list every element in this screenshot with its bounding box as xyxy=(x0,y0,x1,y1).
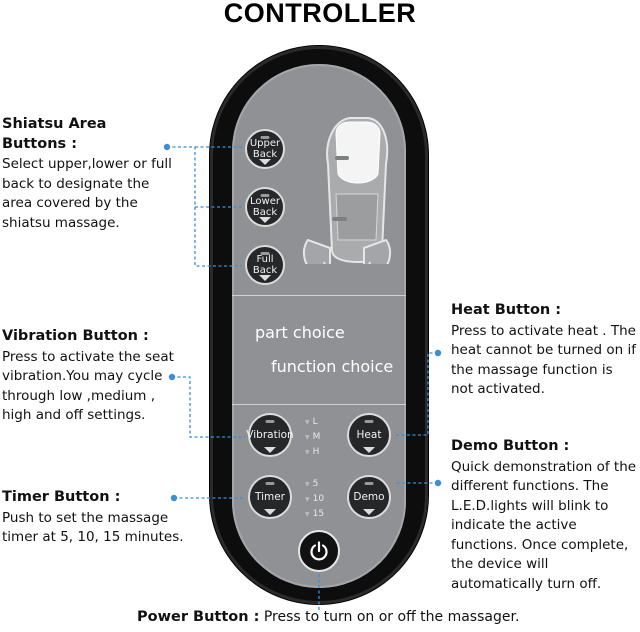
shiatsu-leader-full xyxy=(194,207,242,267)
power-callout-text: Press to turn on or off the massager. xyxy=(263,609,520,625)
heat-callout: Heat Button : Press to activate heat . T… xyxy=(451,301,637,400)
demo-callout-text: Quick demonstration of the different fun… xyxy=(451,458,637,592)
timer-level-10: ▼10 xyxy=(305,494,325,504)
upper-back-led-icon xyxy=(260,136,270,139)
vibration-level-medium: ▼M xyxy=(305,432,321,442)
vibration-button-label: Vibration xyxy=(246,428,294,441)
vibration-led-icon xyxy=(265,420,275,423)
power-callout-title: Power Button : xyxy=(137,609,260,625)
lower-back-led-icon xyxy=(260,194,270,197)
heat-leader xyxy=(394,352,438,436)
shiatsu-callout: Shiatsu Area Buttons : Select upper,lowe… xyxy=(2,115,172,233)
demo-button-label: Demo xyxy=(353,490,385,503)
heat-led-icon xyxy=(364,420,374,423)
function-choice-label: function choice xyxy=(271,357,394,376)
vibration-callout: Vibration Button : Press to activate the… xyxy=(2,327,177,426)
vibration-button[interactable]: Vibration xyxy=(246,413,294,457)
chevron-down-icon xyxy=(259,275,271,281)
vibration-callout-title: Vibration Button : xyxy=(2,328,149,344)
demo-callout-title: Demo Button : xyxy=(451,438,570,454)
vibration-level-low: ▼L xyxy=(305,417,318,427)
vibration-callout-text: Press to activate the seat vibration.You… xyxy=(2,348,174,424)
vibration-levels: ▼L ▼M ▼H xyxy=(305,415,320,460)
shiatsu-callout-text: Select upper,lower or full back to desig… xyxy=(2,156,172,231)
chevron-down-icon xyxy=(264,447,276,453)
heat-button-label: Heat xyxy=(356,428,382,441)
timer-callout: Timer Button : Push to set the massage t… xyxy=(2,488,187,548)
chevron-down-icon xyxy=(259,217,271,223)
vibration-level-high: ▼H xyxy=(305,447,320,457)
full-back-led-icon xyxy=(260,252,270,255)
timer-button-label: Timer xyxy=(254,490,285,503)
callout-dots xyxy=(163,143,442,502)
demo-callout: Demo Button : Quick demonstration of the… xyxy=(451,437,637,594)
chair-illustration xyxy=(302,117,392,264)
demo-button[interactable]: Demo xyxy=(347,475,391,519)
face-divider-top xyxy=(232,295,406,296)
shiatsu-leader-lower xyxy=(167,146,242,208)
page-title: CONTROLLER xyxy=(223,0,417,28)
timer-level-15: ▼15 xyxy=(305,509,325,519)
part-choice-label: part choice xyxy=(255,323,345,342)
chevron-down-icon xyxy=(259,159,271,165)
heat-callout-text: Press to activate heat . The heat cannot… xyxy=(451,322,637,398)
shiatsu-callout-title: Shiatsu Area Buttons : xyxy=(2,116,107,152)
heat-callout-title: Heat Button : xyxy=(451,302,562,318)
demo-led-icon xyxy=(364,482,374,485)
heat-button[interactable]: Heat xyxy=(347,413,391,457)
power-callout: Power Button : Press to turn on or off t… xyxy=(137,609,519,625)
chevron-down-icon xyxy=(264,509,276,515)
timer-levels: ▼5 ▼10 ▼15 xyxy=(305,477,324,522)
timer-led-icon xyxy=(265,482,275,485)
chevron-down-icon xyxy=(363,509,375,515)
timer-level-5: ▼5 xyxy=(305,479,319,489)
timer-button[interactable]: Timer xyxy=(248,475,292,519)
vibration-leader xyxy=(172,376,245,438)
power-button[interactable] xyxy=(298,530,340,572)
chevron-down-icon xyxy=(363,447,375,453)
timer-callout-title: Timer Button : xyxy=(2,489,121,505)
power-icon xyxy=(310,541,328,561)
timer-callout-text: Push to set the massage timer at 5, 10, … xyxy=(2,509,184,546)
face-divider-bottom xyxy=(232,404,406,405)
